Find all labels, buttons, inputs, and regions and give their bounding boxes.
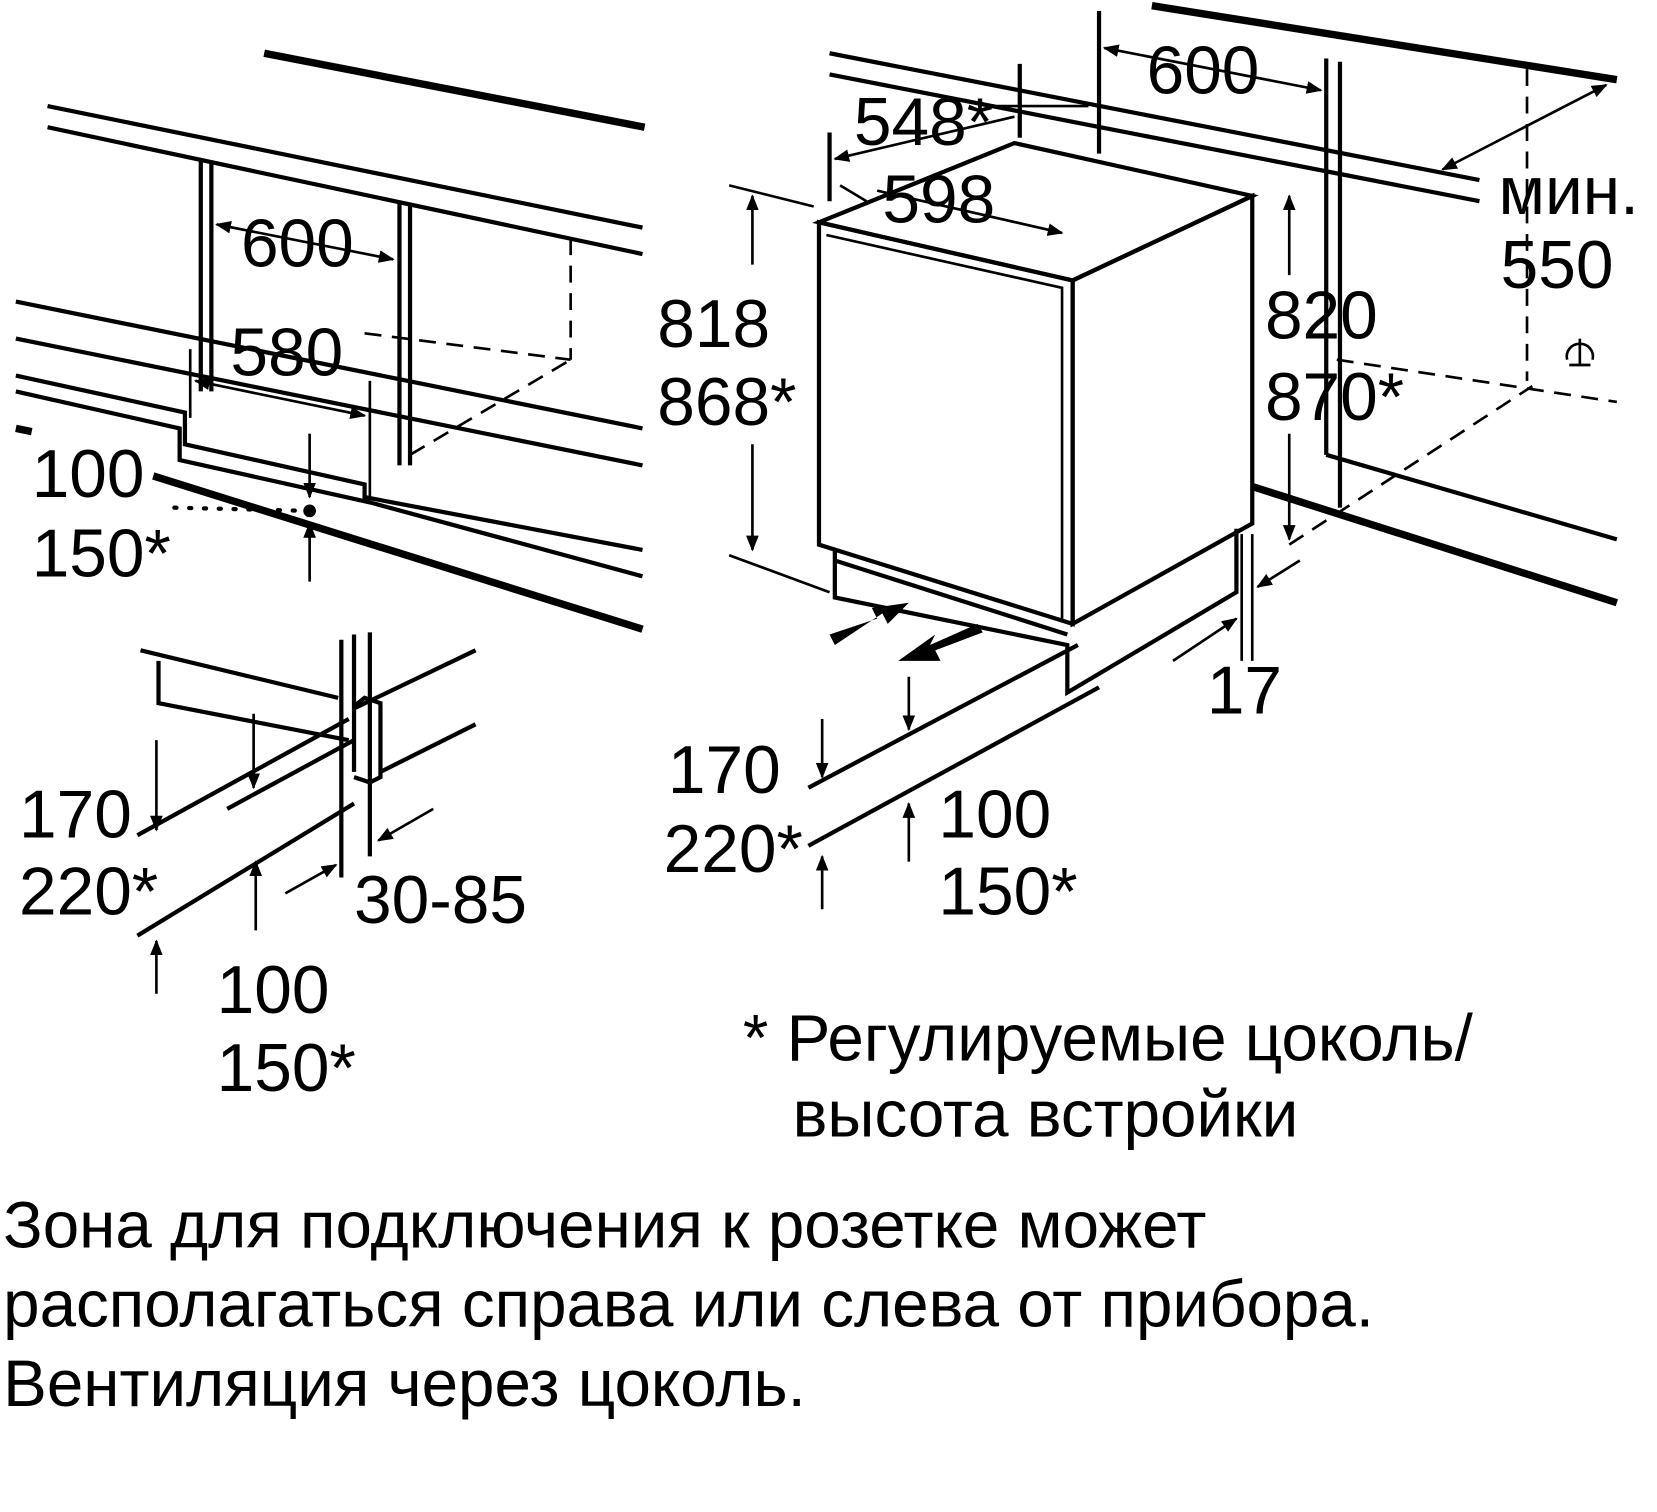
- left-niche-width-label: 600: [241, 207, 354, 282]
- right-plinth-height-label: 170: [668, 733, 781, 808]
- right-height-label: 818: [657, 287, 770, 362]
- right-niche-height-label: 820: [1265, 279, 1378, 354]
- min-depth-text: мин.: [1498, 154, 1638, 229]
- right-niche-height-adj-label: 870*: [1265, 360, 1404, 435]
- left-plinth-height-label: 170: [19, 777, 132, 852]
- right-appliance-view: [728, 2, 1618, 910]
- right-plinth-setback-adj-label: 150*: [938, 855, 1077, 930]
- note-line-3: Вентиляция через цоколь.: [3, 1347, 806, 1420]
- left-cabinet-view: [15, 49, 646, 994]
- right-height-adj-label: 868*: [657, 365, 796, 440]
- left-inner-width-label: 580: [230, 316, 343, 391]
- left-plinth-setback-adj-label: 150*: [217, 1031, 356, 1106]
- footnote-line-1: * Регулируемые цоколь/: [743, 1001, 1474, 1074]
- right-niche-width-label: 600: [1147, 33, 1260, 108]
- left-plinth-height-adj-label: 220*: [19, 855, 158, 930]
- left-plinth-setback-label: 100: [217, 953, 330, 1028]
- note-line-2: располагаться справа или слева от прибор…: [3, 1268, 1374, 1341]
- footnote-line-2: высота встройки: [793, 1077, 1299, 1150]
- right-depth-label: 548*: [854, 85, 993, 160]
- right-width-label: 598: [882, 162, 995, 237]
- right-plinth-height-adj-label: 220*: [664, 812, 803, 887]
- left-plinth-depth-adj-label: 150*: [32, 516, 171, 591]
- left-plinth-depth-label: 100: [32, 437, 145, 512]
- note-line-1: Зона для подключения к розетке может: [3, 1188, 1206, 1261]
- left-door-offset-label: 30-85: [354, 863, 527, 938]
- right-plinth-setback-label: 100: [938, 777, 1051, 852]
- min-depth-value: 550: [1501, 228, 1614, 303]
- gap-label: 17: [1207, 654, 1282, 729]
